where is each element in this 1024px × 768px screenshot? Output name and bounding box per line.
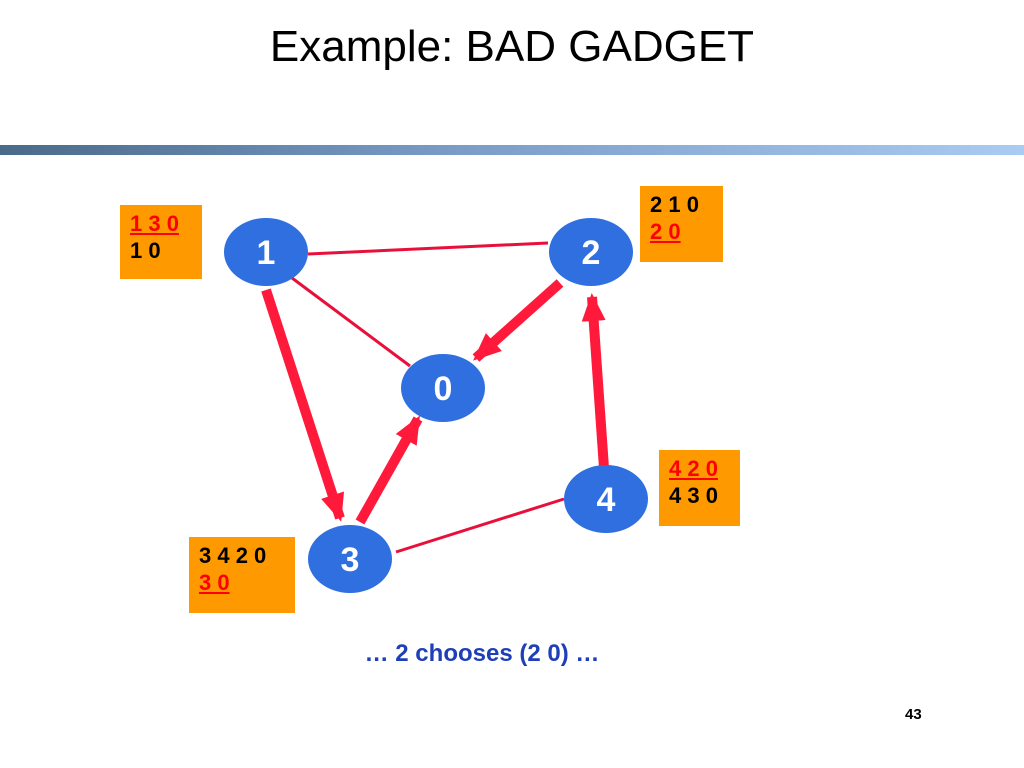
path-box-node-4: 4 2 0 4 3 0 xyxy=(659,450,740,526)
node-2: 2 xyxy=(549,218,633,286)
slide-title: Example: BAD GADGET xyxy=(269,22,755,71)
arrow-3-to-0 xyxy=(355,415,423,525)
page-number: 43 xyxy=(905,706,922,723)
path-box-node-2-line1: 2 1 0 xyxy=(650,192,699,217)
arrow-1-to-3 xyxy=(261,288,345,522)
path-box-node-1: 1 3 0 1 0 xyxy=(120,205,202,279)
path-box-node-4-line1: 4 2 0 xyxy=(669,456,718,481)
node-4: 4 xyxy=(564,465,648,533)
node-2-label: 2 xyxy=(582,234,601,272)
edge-1-0 xyxy=(291,276,411,368)
node-3-label: 3 xyxy=(341,541,360,579)
node-3: 3 xyxy=(308,525,392,593)
title-divider xyxy=(0,145,1024,155)
slide-caption: … 2 chooses (2 0) … xyxy=(364,640,600,667)
path-box-node-1-line2: 1 0 xyxy=(130,238,161,263)
node-1-label: 1 xyxy=(257,234,276,272)
path-box-node-3: 3 4 2 0 3 0 xyxy=(189,537,295,613)
arrow-4-to-2 xyxy=(581,293,609,469)
edge-3-4 xyxy=(395,497,565,554)
node-0: 0 xyxy=(401,354,485,422)
path-box-node-3-line1: 3 4 2 0 xyxy=(199,543,267,568)
path-box-node-2: 2 1 0 2 0 xyxy=(640,186,723,262)
arrow-2-to-0 xyxy=(472,279,564,362)
node-1: 1 xyxy=(224,218,308,286)
node-4-label: 4 xyxy=(597,481,616,519)
path-box-node-4-line2: 4 3 0 xyxy=(669,483,718,508)
node-0-label: 0 xyxy=(434,370,453,408)
path-box-node-2-line2: 2 0 xyxy=(650,219,681,244)
path-box-node-1-line1: 1 3 0 xyxy=(130,211,179,236)
path-box-node-3-line2: 3 0 xyxy=(199,570,230,595)
edge-1-2 xyxy=(307,241,549,256)
